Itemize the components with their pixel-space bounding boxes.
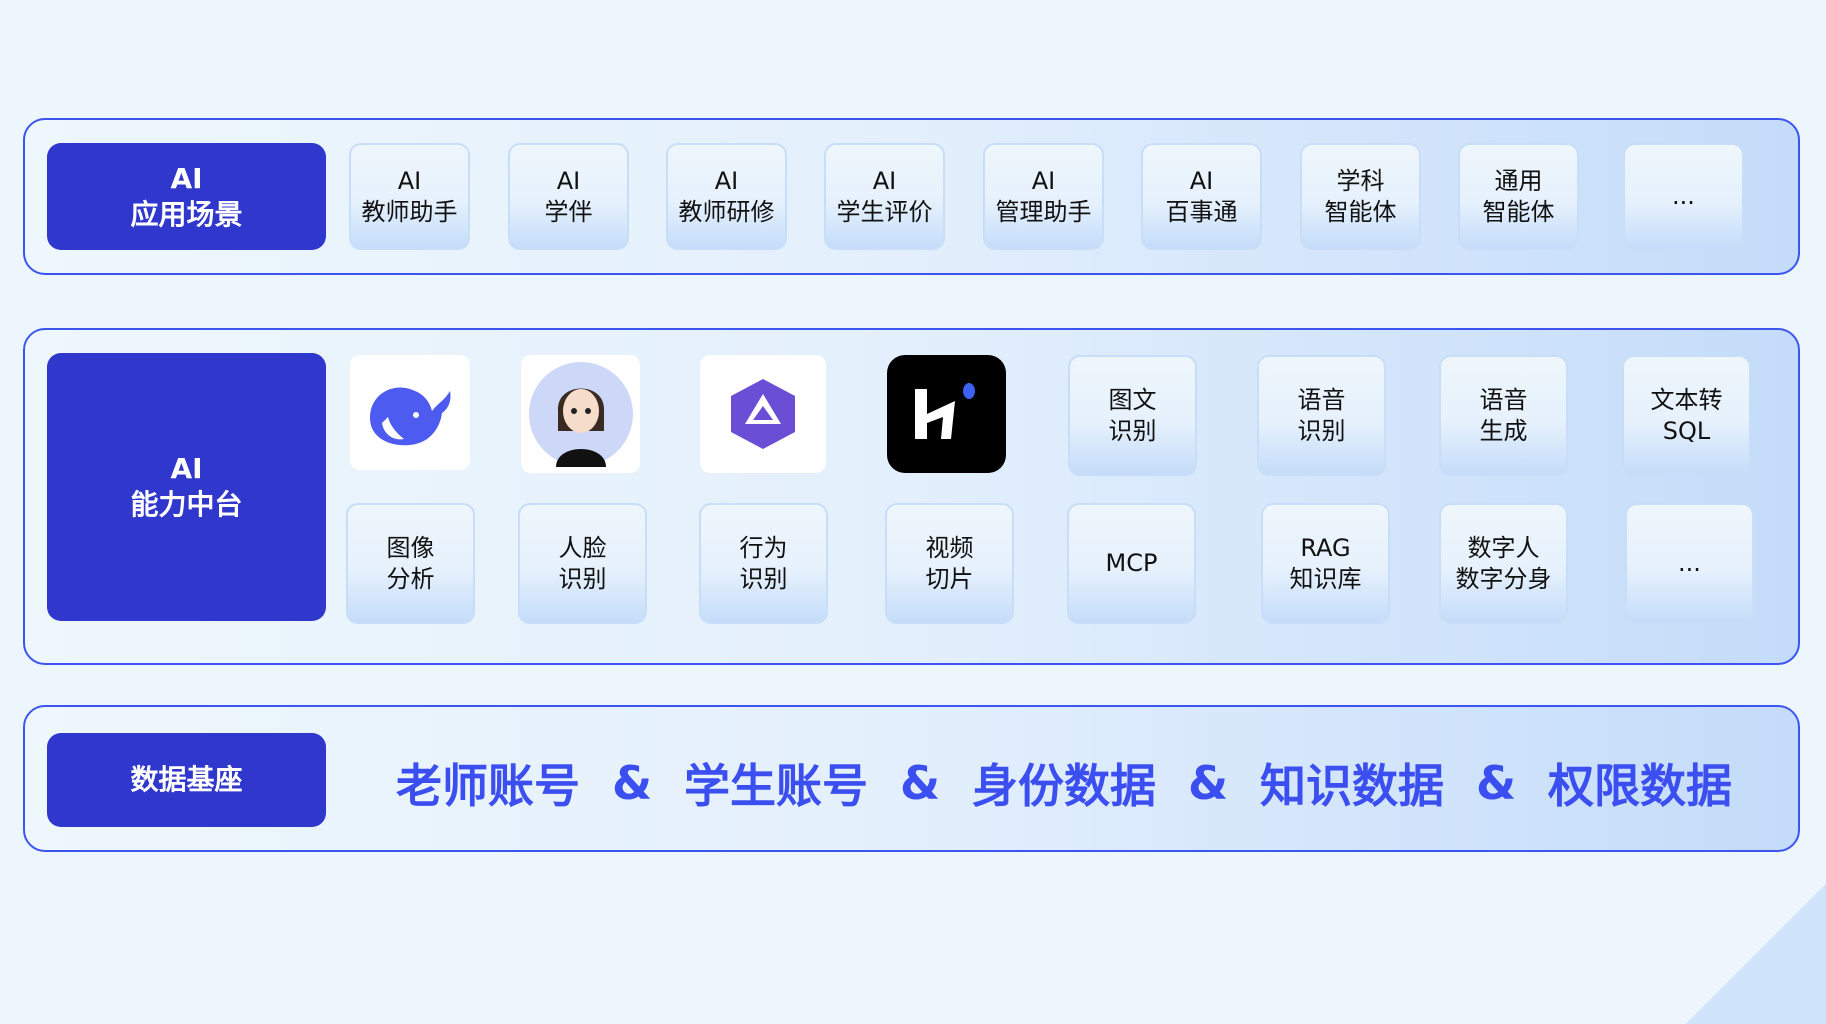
- ampersand: &: [899, 756, 941, 810]
- capability-layer-label: AI 能力中台: [47, 353, 326, 621]
- capability-card: 学科智能体: [1300, 143, 1421, 250]
- card-text: 数字分身: [1455, 564, 1552, 593]
- card-text: AI: [397, 166, 422, 195]
- card-text: 智能体: [1324, 197, 1397, 226]
- card-text: 数字人: [1467, 533, 1540, 562]
- card-text: 切片: [925, 564, 974, 593]
- capability-card: 人脸识别: [518, 503, 647, 624]
- label-line: AI: [170, 452, 203, 485]
- capability-card: ...: [1625, 503, 1754, 624]
- capability-card: 语音生成: [1439, 355, 1568, 476]
- card-text: 视频: [925, 533, 974, 562]
- card-text: AI: [714, 166, 739, 195]
- card-text: ...: [1672, 182, 1695, 210]
- card-text: 百事通: [1165, 197, 1238, 226]
- decorative-corner: [1686, 824, 1826, 1024]
- card-text: 识别: [1108, 416, 1157, 445]
- card-text: 通用: [1494, 166, 1543, 195]
- capability-card: ...: [1623, 143, 1744, 250]
- card-text: 教师助手: [361, 197, 458, 226]
- data-foundation-items: 老师账号&学生账号&身份数据&知识数据&权限数据: [396, 750, 1732, 816]
- digital-human-avatar-icon: [521, 355, 640, 473]
- card-text: 学伴: [544, 197, 593, 226]
- card-text: 识别: [558, 564, 607, 593]
- card-text: 语音: [1479, 385, 1528, 414]
- card-text: AI: [556, 166, 581, 195]
- card-text: RAG: [1300, 533, 1351, 562]
- card-text: 图文: [1108, 385, 1157, 414]
- label-line: 数据基座: [130, 763, 243, 796]
- card-text: AI: [1189, 166, 1214, 195]
- card-text: 识别: [739, 564, 788, 593]
- data-item: 身份数据: [972, 759, 1156, 813]
- card-text: 管理助手: [995, 197, 1092, 226]
- data-foundation-label: 数据基座: [47, 733, 326, 827]
- card-text: 生成: [1479, 416, 1528, 445]
- data-item: 知识数据: [1260, 759, 1444, 813]
- card-text: MCP: [1105, 549, 1158, 577]
- qwen-logo-icon: [700, 355, 826, 473]
- capability-card: 通用智能体: [1458, 143, 1579, 250]
- capability-card: MCP: [1067, 503, 1196, 624]
- card-text: SQL: [1662, 416, 1711, 445]
- capability-card: 图像分析: [346, 503, 475, 624]
- label-line: 能力中台: [130, 488, 243, 521]
- card-text: 学生评价: [836, 197, 933, 226]
- card-text: 语音: [1297, 385, 1346, 414]
- capability-card: 图文识别: [1068, 355, 1197, 476]
- card-text: 教师研修: [678, 197, 775, 226]
- card-text: AI: [872, 166, 897, 195]
- card-text: 识别: [1297, 416, 1346, 445]
- application-layer-label: AI 应用场景: [47, 143, 326, 250]
- ampersand: &: [1475, 756, 1517, 810]
- card-text: 分析: [386, 564, 435, 593]
- ampersand: &: [1187, 756, 1229, 810]
- capability-card: 数字人数字分身: [1439, 503, 1568, 624]
- data-item: 老师账号: [396, 759, 580, 813]
- capability-card: 语音识别: [1257, 355, 1386, 476]
- ampersand: &: [611, 756, 653, 810]
- label-line: 应用场景: [130, 197, 243, 231]
- data-item: 学生账号: [684, 759, 868, 813]
- card-text: 行为: [739, 533, 788, 562]
- card-text: 智能体: [1482, 197, 1555, 226]
- kling-logo-icon: [887, 355, 1006, 473]
- card-text: ...: [1678, 549, 1701, 577]
- capability-card: 行为识别: [699, 503, 828, 624]
- label-line: AI: [170, 161, 203, 195]
- data-item: 权限数据: [1548, 759, 1732, 813]
- card-text: 知识库: [1289, 564, 1362, 593]
- card-text: 文本转: [1650, 385, 1723, 414]
- capability-card: 视频切片: [885, 503, 1014, 624]
- card-text: AI: [1031, 166, 1056, 195]
- deepseek-logo-icon: [350, 355, 470, 470]
- card-text: 人脸: [558, 533, 607, 562]
- card-text: 学科: [1336, 166, 1385, 195]
- card-text: 图像: [386, 533, 435, 562]
